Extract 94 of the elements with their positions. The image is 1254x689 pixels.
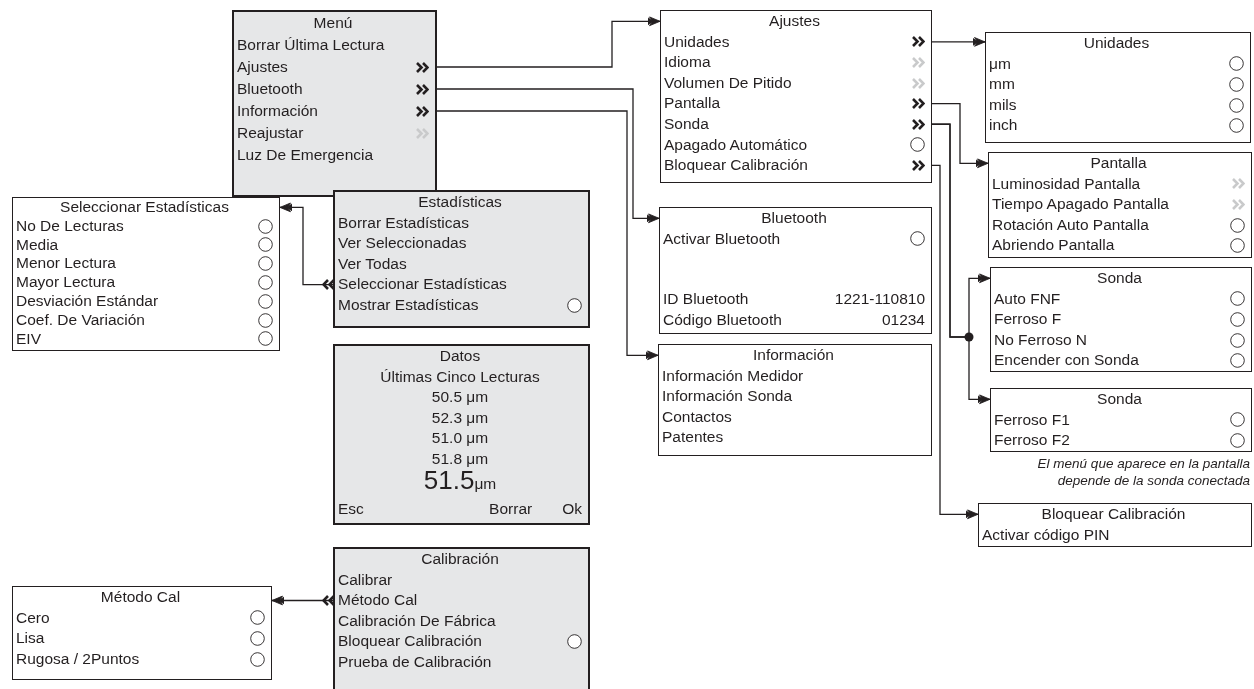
current-reading: 51.5 <box>423 469 475 491</box>
menu-item: Seleccionar Estadísticas <box>338 274 507 295</box>
menu-item: No De Lecturas <box>16 216 124 236</box>
submenu-panel <box>985 32 1251 143</box>
menu-item: Pantalla <box>664 93 720 114</box>
submenu-panel <box>988 152 1252 258</box>
menu-item: Volumen De Pitido <box>664 72 792 93</box>
menu-screen <box>333 344 590 525</box>
menu-item: Calibrar <box>338 569 393 590</box>
menu-item: Rotación Auto Pantalla <box>992 214 1149 235</box>
menu-item: Cero <box>16 607 50 628</box>
menu-item: Encender con Sonda <box>994 350 1139 371</box>
menu-title: Datos <box>438 346 482 366</box>
menu-screen <box>232 10 437 197</box>
menu-item: Información Sonda <box>662 386 793 407</box>
submenu-panel <box>659 207 932 334</box>
reading-value: Últimas Cinco Lecturas <box>380 366 540 387</box>
softkey-label: Esc <box>338 498 364 519</box>
menu-item: Patentes <box>662 427 724 448</box>
menu-item: Ver Todas <box>338 253 407 274</box>
submenu-panel <box>990 388 1252 452</box>
value-text: 01234 <box>881 309 925 330</box>
menu-title: Unidades <box>1082 33 1151 53</box>
menu-item: Menor Lectura <box>16 254 116 274</box>
menu-item: Coef. De Variación <box>16 310 145 330</box>
menu-item: Media <box>16 235 59 255</box>
menu-item: Luminosidad Pantalla <box>992 173 1141 194</box>
menu-item: Ajustes <box>237 57 288 77</box>
menu-item: Abriendo Pantalla <box>992 235 1115 256</box>
note-text: El menú que aparece en la pantalla depende de la sonda conectada <box>1036 455 1250 489</box>
menu-item: mm <box>989 74 1015 95</box>
menu-item: Calibración De Fábrica <box>338 610 496 631</box>
reading-value: 51.8 μm <box>431 448 489 469</box>
menu-item: Ferroso F1 <box>994 409 1070 430</box>
menu-item: Luz De Emergencia <box>237 145 374 165</box>
reading-value: 52.3 μm <box>431 407 489 428</box>
menu-item: Ferroso F2 <box>994 430 1070 451</box>
menu-title: Información <box>752 345 835 365</box>
menu-item: Código Bluetooth <box>663 309 782 330</box>
menu-item: Borrar Última Lectura <box>237 35 385 55</box>
menu-title: Estadísticas <box>417 192 503 212</box>
menu-item: Activar Bluetooth <box>663 228 781 249</box>
menu-item: Idioma <box>664 52 711 73</box>
menu-item: Tiempo Apagado Pantalla <box>992 194 1169 215</box>
menu-item: Borrar Estadísticas <box>338 212 469 233</box>
submenu-panel <box>978 503 1252 547</box>
menu-title: Ajustes <box>768 11 821 31</box>
menu-item: Método Cal <box>338 590 418 611</box>
menu-title: Calibración <box>420 549 500 569</box>
menu-item: Bluetooth <box>237 79 303 99</box>
menu-item: Reajustar <box>237 123 304 143</box>
menu-item: Apagado Automático <box>664 134 808 155</box>
reading-value: 51.0 μm <box>431 428 489 449</box>
menu-item: Sonda <box>664 113 709 134</box>
menu-item: Contactos <box>662 406 732 427</box>
menu-item: Información Medidor <box>662 365 804 386</box>
menu-item: Auto FNF <box>994 288 1061 309</box>
menu-item: Bloquear Calibración <box>338 631 482 652</box>
menu-item: Mostrar Estadísticas <box>338 294 479 315</box>
value-text: 1221-110810 <box>834 289 925 310</box>
menu-title: Bluetooth <box>760 208 828 228</box>
menu-title: Método Cal <box>99 587 182 607</box>
softkey-label: Ok <box>562 498 582 519</box>
submenu-panel <box>12 197 280 351</box>
menu-item: mils <box>989 94 1017 115</box>
menu-title: Seleccionar Estadísticas <box>59 198 230 217</box>
submenu-panel <box>12 586 272 680</box>
menu-item: No Ferroso N <box>994 329 1088 350</box>
menu-item: Bloquear Calibración <box>664 155 808 176</box>
reading-value: 50.5 μm <box>431 387 489 408</box>
menu-item: Desviación Estándar <box>16 292 159 311</box>
menu-title: Sonda <box>1096 268 1143 288</box>
menu-item: EIV <box>16 329 41 349</box>
menu-item: Prueba de Calibración <box>338 651 492 672</box>
menu-title: Sonda <box>1096 389 1143 409</box>
unit-label: μm <box>474 474 497 494</box>
menu-title: Pantalla <box>1089 153 1148 173</box>
menu-item: Activar código PIN <box>982 524 1110 545</box>
menu-item: μm <box>989 53 1011 74</box>
softkey-label: Borrar <box>489 498 533 519</box>
menu-title: Bloquear Calibración <box>1040 504 1187 524</box>
menu-item: Información <box>237 101 318 121</box>
menu-item: Ver Seleccionadas <box>338 233 467 254</box>
menu-item: Lisa <box>16 628 45 649</box>
menu-item: inch <box>989 115 1018 136</box>
submenu-panel <box>990 267 1252 372</box>
menu-item: Mayor Lectura <box>16 273 116 292</box>
menu-item: Unidades <box>664 31 730 52</box>
submenu-panel <box>658 344 932 456</box>
menu-item: Rugosa / 2Puntos <box>16 648 140 669</box>
menu-title: Menú <box>312 13 354 33</box>
menu-item: ID Bluetooth <box>663 289 749 310</box>
submenu-panel <box>660 10 932 183</box>
menu-item: Ferroso F <box>994 309 1062 330</box>
